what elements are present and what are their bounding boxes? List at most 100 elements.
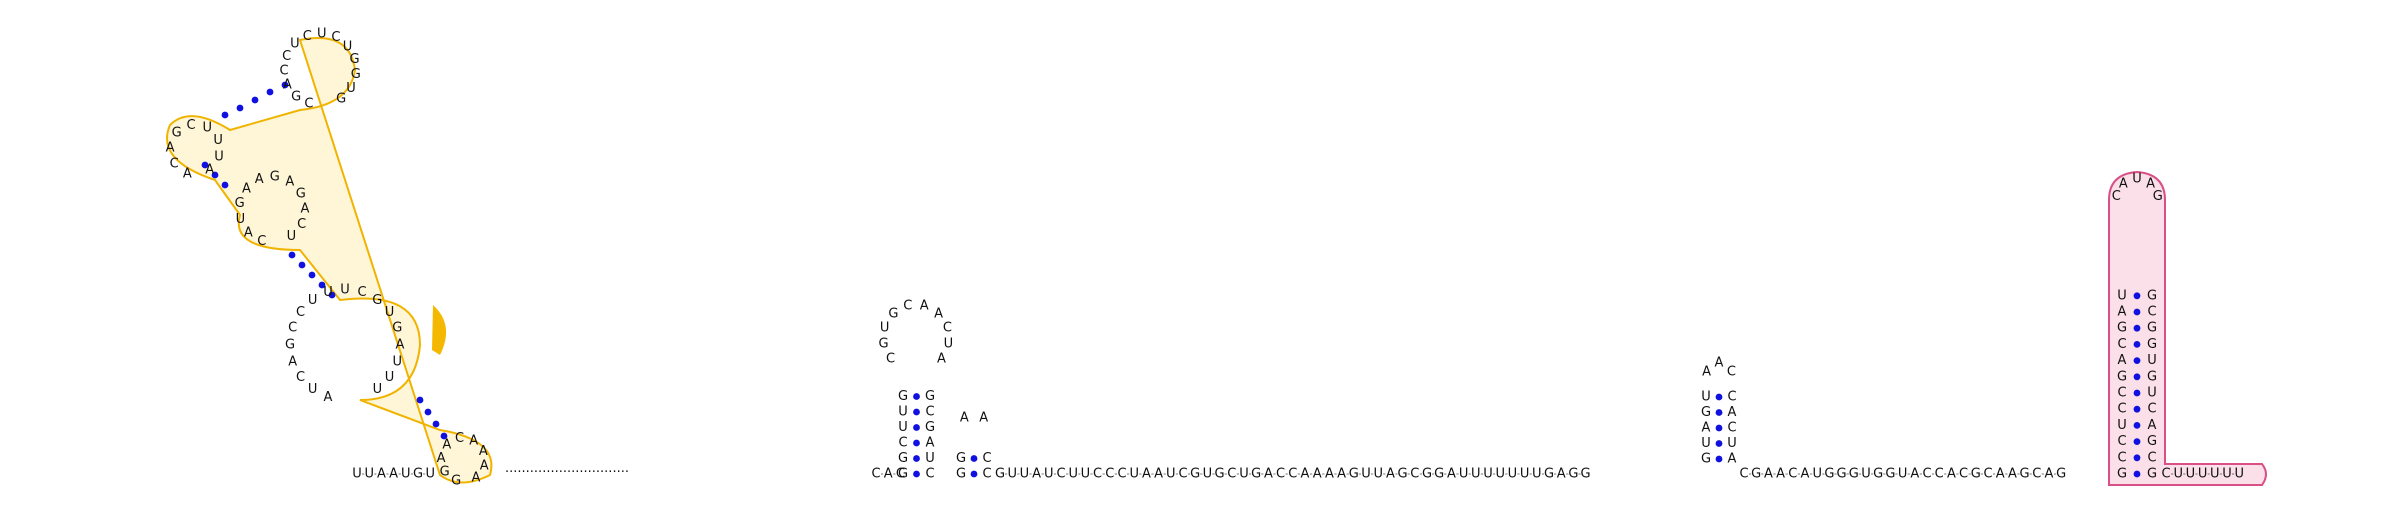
single-strand-nucleotide: A xyxy=(1996,467,2005,482)
loop-nucleotide: C xyxy=(2112,189,2121,204)
single-strand-nucleotide: C xyxy=(1935,467,1944,482)
single-strand-nucleotide: A xyxy=(1947,467,1956,482)
stem-nucleotide: A xyxy=(1702,421,1711,436)
single-strand-nucleotide: U xyxy=(1508,467,1518,482)
stem-nucleotide: G xyxy=(2147,369,2157,384)
base-pair-dot xyxy=(2133,357,2141,364)
module-a-nucleotide: C xyxy=(288,321,297,336)
base-pair-dot xyxy=(913,439,920,447)
stem-nucleotide: G xyxy=(2147,434,2157,449)
stem-nucleotide: G xyxy=(956,451,966,466)
stem-nucleotide: G xyxy=(925,389,935,404)
stem-nucleotide: C xyxy=(1727,421,1736,436)
module-a-nucleotide: G xyxy=(291,89,301,104)
single-strand-nucleotide: C xyxy=(1739,467,1748,482)
base-pair-dot xyxy=(201,161,209,169)
single-strand-nucleotide: A xyxy=(1264,467,1273,482)
module-a-nucleotide: C xyxy=(297,217,306,232)
module-a-nucleotide: A xyxy=(244,225,253,240)
module-a-nucleotide: G xyxy=(351,67,361,82)
three-prime-nucleotide: U xyxy=(2173,467,2183,482)
module-a-nucleotide: C xyxy=(257,234,266,249)
module-a-nucleotide: U xyxy=(343,39,353,54)
base-pair-dot xyxy=(913,470,920,478)
module-a-nucleotide: A xyxy=(471,470,480,485)
single-strand-nucleotide: G xyxy=(1873,467,1883,482)
single-strand-nucleotide: U xyxy=(1373,467,1383,482)
single-strand-nucleotide: C xyxy=(1093,467,1102,482)
single-strand-nucleotide: U xyxy=(1203,467,1213,482)
stem-nucleotide: U xyxy=(2147,353,2157,368)
loop-nucleotide: A xyxy=(1702,364,1711,379)
module-a-nucleotide: U xyxy=(214,149,224,164)
base-pair-dot xyxy=(2133,308,2141,316)
stem-nucleotide: G xyxy=(2147,337,2157,352)
module-a-nucleotide: U xyxy=(308,382,318,397)
module-a-nucleotide: A xyxy=(288,354,297,369)
five-prime-nucleotide: U xyxy=(401,467,411,482)
loop-nucleotide: C xyxy=(1727,364,1736,379)
single-strand-nucleotide: A xyxy=(1776,467,1785,482)
base-pair-dot xyxy=(2133,341,2141,348)
single-strand-nucleotide: C xyxy=(2032,467,2041,482)
stem-nucleotide: U xyxy=(1727,436,1737,451)
single-strand-nucleotide: U xyxy=(1129,467,1139,482)
loop-nucleotide: U xyxy=(880,320,890,335)
stem-nucleotide: C xyxy=(2117,450,2126,465)
stem-nucleotide: G xyxy=(2117,467,2127,482)
stem-nucleotide: G xyxy=(2147,321,2157,336)
stem-nucleotide: C xyxy=(2117,337,2126,352)
three-prime-nucleotide: C xyxy=(2161,467,2170,482)
single-strand-nucleotide: G xyxy=(1568,467,1578,482)
module-a-nucleotide: G xyxy=(372,293,382,308)
single-strand-nucleotide: A xyxy=(1154,467,1163,482)
single-strand-nucleotide: U xyxy=(1020,467,1030,482)
loop-nucleotide: G xyxy=(879,337,889,352)
single-strand-nucleotide: A xyxy=(1325,467,1334,482)
single-strand-nucleotide: A xyxy=(1386,467,1395,482)
module-a-nucleotide: U xyxy=(202,121,212,136)
single-strand-nucleotide: C xyxy=(1983,467,1992,482)
module-a-nucleotide: U xyxy=(323,285,333,300)
single-strand-nucleotide: G xyxy=(1971,467,1981,482)
single-strand-nucleotide: G xyxy=(1251,467,1261,482)
module-a-nucleotide: A xyxy=(480,458,489,473)
stem-nucleotide: U xyxy=(1701,436,1711,451)
single-strand-nucleotide: C xyxy=(1227,467,1236,482)
module-a-nucleotide: A xyxy=(324,390,333,405)
three-prime-nucleotide: U xyxy=(2210,467,2220,482)
base-pair-dot xyxy=(318,281,326,289)
single-strand-nucleotide: A xyxy=(1557,467,1566,482)
single-strand-nucleotide: C xyxy=(1959,467,1968,482)
single-strand-nucleotide: G xyxy=(1398,467,1408,482)
single-strand-nucleotide: G xyxy=(1434,467,1444,482)
stem-nucleotide: C xyxy=(925,467,934,482)
stem-nucleotide: C xyxy=(2117,434,2126,449)
base-pair-dot xyxy=(424,408,432,416)
module-a-nucleotide: G xyxy=(285,338,295,353)
module-a-nucleotide: G xyxy=(172,126,182,141)
single-strand-nucleotide: C xyxy=(1922,467,1931,482)
single-strand-nucleotide: A xyxy=(1337,467,1346,482)
single-strand-nucleotide: G xyxy=(1349,467,1359,482)
single-strand-nucleotide: U xyxy=(1081,467,1091,482)
single-strand-nucleotide: G xyxy=(1885,467,1895,482)
single-strand-nucleotide: C xyxy=(1105,467,1114,482)
single-strand-nucleotide: A xyxy=(1764,467,1773,482)
single-strand-nucleotide: C xyxy=(1117,467,1126,482)
stem-nucleotide: C xyxy=(2147,450,2156,465)
single-strand-nucleotide: A xyxy=(1447,467,1456,482)
module-a-nucleotide: A xyxy=(396,338,405,353)
loop-nucleotide: A xyxy=(979,410,988,425)
module-a-nucleotide: A xyxy=(437,451,446,466)
base-pair-dot xyxy=(308,271,316,279)
module-a-nucleotide: U xyxy=(340,283,350,298)
base-pair-dot xyxy=(1715,409,1723,416)
loop-nucleotide: A xyxy=(1715,356,1724,371)
module-a-nucleotide: A xyxy=(442,438,451,453)
module-a-nucleotide: G xyxy=(440,465,450,480)
module-a-nucleotide: U xyxy=(290,37,300,52)
three-prime-nucleotide: U xyxy=(2186,467,2196,482)
single-strand-nucleotide: U xyxy=(1166,467,1176,482)
single-strand-nucleotide: G xyxy=(1849,467,1859,482)
